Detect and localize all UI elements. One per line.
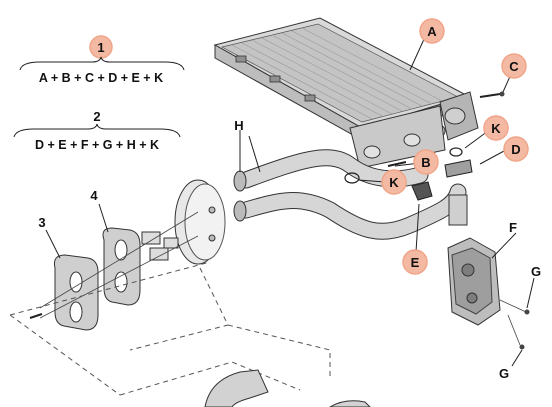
formula-1-number: 1 xyxy=(97,40,104,55)
formula-2-number: 2 xyxy=(93,109,100,124)
dashed-outline xyxy=(9,261,331,396)
callout-a: A xyxy=(419,18,445,44)
callout-d: D xyxy=(503,136,529,162)
formula-1-text: A + B + C + D + E + K xyxy=(39,71,163,85)
label-g-lower: G xyxy=(499,366,509,381)
formula-2-brace xyxy=(13,123,181,138)
small-connectors xyxy=(29,211,199,319)
svg-text:K: K xyxy=(389,175,399,190)
svg-text:C: C xyxy=(509,59,519,74)
formula-2-text: D + E + F + G + H + K xyxy=(35,138,159,152)
callout-b: B xyxy=(413,149,439,175)
callout-k-right: K xyxy=(483,115,509,141)
label-f: F xyxy=(509,220,517,235)
callout-c: C xyxy=(501,53,527,79)
gasket-4 xyxy=(102,227,141,306)
gasket-3 xyxy=(54,254,99,331)
label-3: 3 xyxy=(38,215,45,230)
label-g-upper: G xyxy=(531,264,541,279)
callout-k-left: K xyxy=(381,169,407,195)
leader-lines xyxy=(45,36,535,367)
formula-2: 2 D + E + F + G + H + K xyxy=(13,109,181,152)
label-h: H xyxy=(234,118,243,133)
svg-text:A: A xyxy=(427,24,437,39)
svg-text:B: B xyxy=(421,155,430,170)
bottom-duct xyxy=(204,369,371,407)
svg-text:K: K xyxy=(491,121,501,136)
label-4: 4 xyxy=(90,188,98,203)
svg-text:D: D xyxy=(511,142,520,157)
callout-e: E xyxy=(402,249,428,275)
heater-matrix xyxy=(213,17,479,169)
formula-1-brace xyxy=(19,56,185,71)
flange-plate xyxy=(174,179,226,265)
housing-f xyxy=(447,237,530,350)
seal-and-clips xyxy=(344,91,505,201)
formula-1: 1 A + B + C + D + E + K xyxy=(19,35,185,85)
svg-text:E: E xyxy=(411,255,420,270)
